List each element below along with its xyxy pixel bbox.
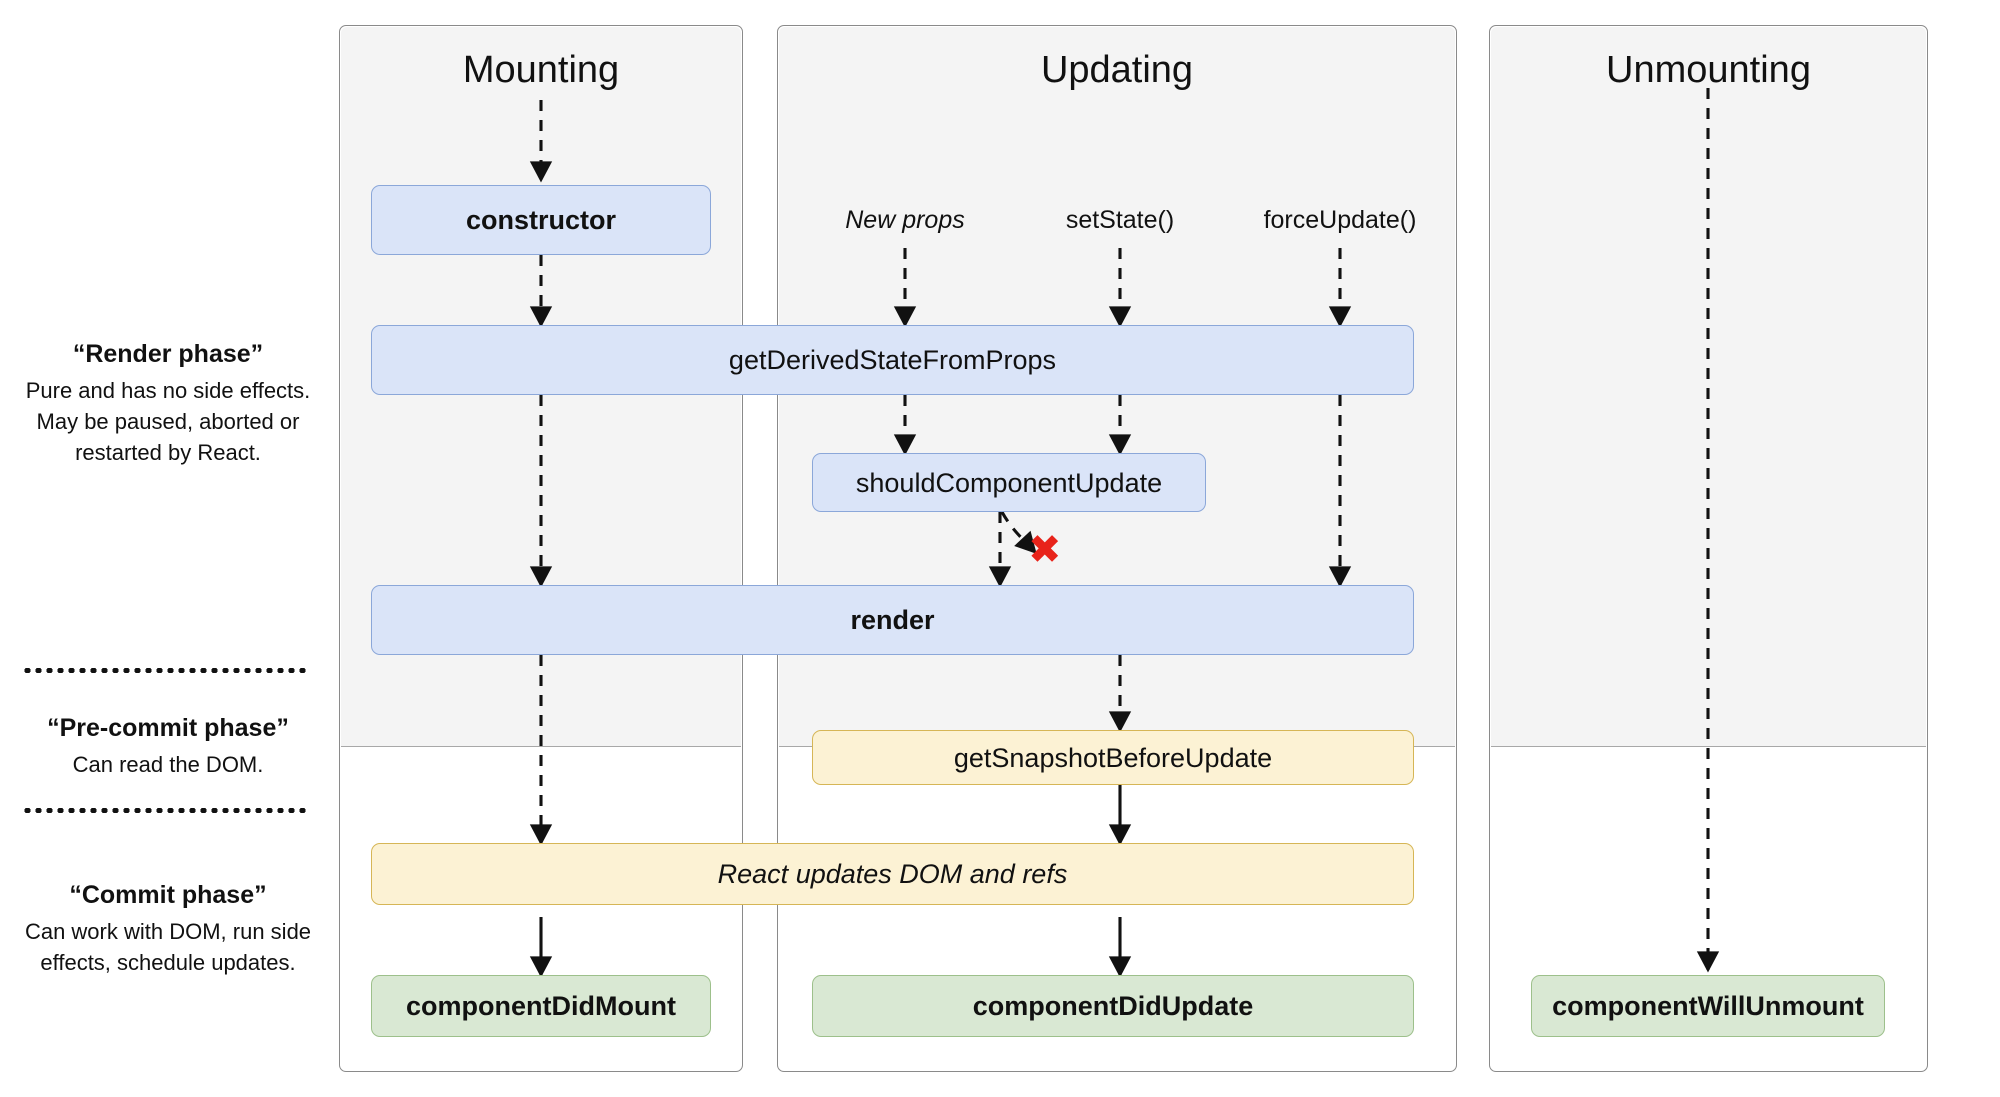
trigger-force-update: forceUpdate()	[1263, 206, 1417, 234]
phase-commit: “Commit phase” Can work with DOM, run si…	[18, 878, 318, 978]
node-should-component-update[interactable]: shouldComponentUpdate	[812, 453, 1206, 512]
node-component-did-update[interactable]: componentDidUpdate	[812, 975, 1414, 1037]
column-title-mounting: Mounting	[462, 49, 620, 91]
column-updating	[777, 25, 1457, 1072]
phase-commit-desc: Can work with DOM, run side effects, sch…	[24, 919, 312, 975]
phase-commit-title: “Commit phase”	[69, 881, 267, 909]
column-title-updating: Updating	[1040, 49, 1194, 91]
phase-render-desc: Pure and has no side effects. May be pau…	[25, 378, 311, 465]
trigger-set-state: setState()	[1065, 206, 1175, 234]
node-render[interactable]: render	[371, 585, 1414, 655]
column-mounting	[339, 25, 743, 1072]
phase-pre-commit-desc: Can read the DOM.	[72, 752, 264, 777]
column-unmounting	[1489, 25, 1928, 1072]
node-component-will-unmount[interactable]: componentWillUnmount	[1531, 975, 1885, 1037]
skip-render-x-icon: ✖	[1028, 528, 1062, 572]
column-title-unmounting: Unmounting	[1606, 49, 1811, 91]
phase-divider-top	[22, 668, 306, 673]
node-get-derived-state-from-props[interactable]: getDerivedStateFromProps	[371, 325, 1414, 395]
node-component-did-mount[interactable]: componentDidMount	[371, 975, 711, 1037]
phase-divider-bottom	[22, 808, 306, 813]
phase-render-title: “Render phase”	[72, 340, 264, 368]
node-get-snapshot-before-update[interactable]: getSnapshotBeforeUpdate	[812, 730, 1414, 785]
node-react-updates-dom-and-refs[interactable]: React updates DOM and refs	[371, 843, 1414, 905]
phase-pre-commit-title: “Pre-commit phase”	[47, 714, 289, 742]
phase-pre-commit: “Pre-commit phase” Can read the DOM.	[18, 711, 318, 780]
node-constructor[interactable]: constructor	[371, 185, 711, 255]
phase-render: “Render phase” Pure and has no side effe…	[18, 337, 318, 468]
trigger-new-props: New props	[845, 206, 965, 234]
